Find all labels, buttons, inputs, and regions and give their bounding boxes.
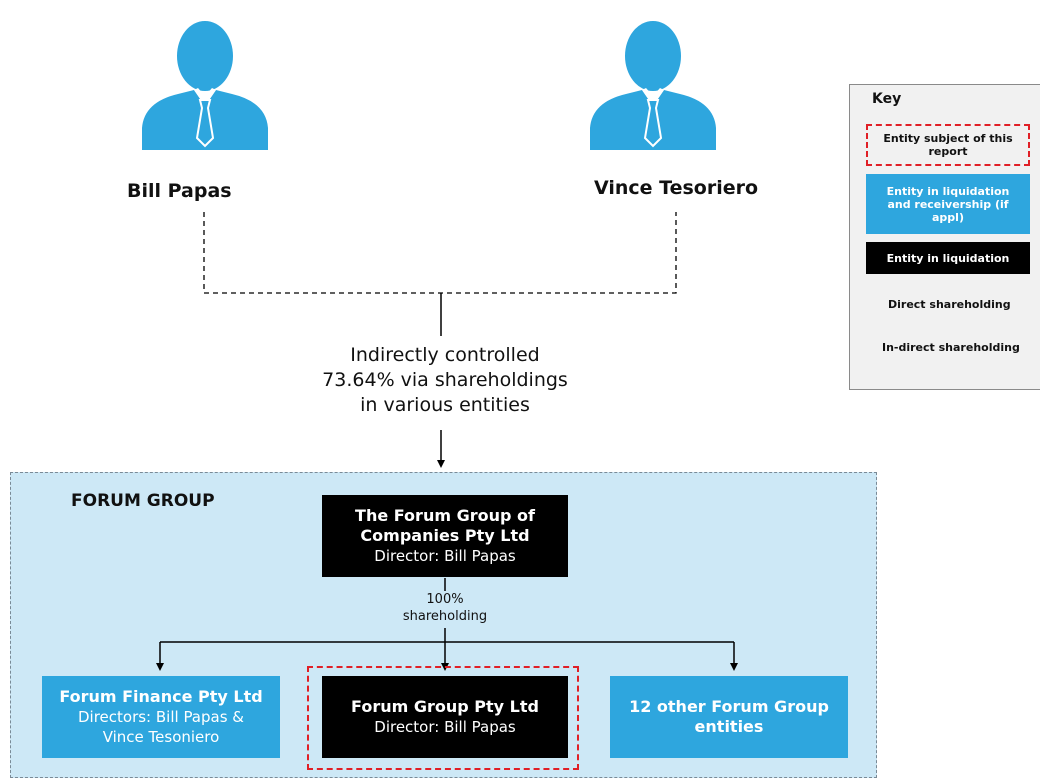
child-name: Forum Finance Pty Ltd [59, 687, 263, 706]
child-entity-other: 12 other Forum Group entities [610, 676, 848, 758]
key-liq-recv-line-2: and receivership (if [887, 197, 1009, 211]
child-directors-line-1: Directors: Bill Papas & [77, 708, 244, 726]
key-indirect-label: In-direct shareholding [882, 341, 1020, 354]
shareholding-percent: 100% [426, 592, 464, 607]
key-subject-line-2: report [928, 145, 968, 158]
child-director: Director: Bill Papas [374, 718, 516, 736]
child-entity-forum-group: Forum Group Pty Ltd Director: Bill Papas [322, 676, 568, 758]
key-subject-line-1: Entity subject of this [883, 132, 1013, 145]
parent-entity: The Forum Group of Companies Pty Ltd Dir… [322, 495, 568, 577]
person-name-right: Vince Tesoriero [594, 177, 759, 199]
child-name: Forum Group Pty Ltd [351, 697, 539, 716]
person-name-left: Bill Papas [127, 180, 232, 202]
key-liq-recv-line-1: Entity in liquidation [886, 184, 1010, 198]
key-direct-label: Direct shareholding [888, 298, 1011, 311]
key-liquidation-label: Entity in liquidation [886, 251, 1010, 265]
control-line-1: Indirectly controlled [350, 344, 540, 366]
child-name-line-1: 12 other Forum Group [629, 697, 829, 716]
parent-name-line-1: The Forum Group of [355, 506, 535, 525]
child-name-line-2: entities [694, 717, 764, 736]
control-description: Indirectly controlled 73.64% via shareho… [300, 343, 590, 418]
key-liq-recv-line-3: appl) [932, 210, 964, 224]
person-icon [590, 21, 716, 150]
control-line-2: 73.64% via shareholdings [322, 369, 568, 391]
parent-director: Director: Bill Papas [374, 547, 516, 565]
person-icon [142, 21, 268, 150]
control-line-3: in various entities [360, 394, 530, 416]
key-liquidation: Entity in liquidation [866, 242, 1030, 274]
child-entity-forum-finance: Forum Finance Pty Ltd Directors: Bill Pa… [42, 676, 280, 758]
key-legend [849, 84, 1040, 390]
shareholding-word: shareholding [402, 609, 488, 624]
parent-name-line-2: Companies Pty Ltd [360, 526, 530, 545]
child-directors-line-2: Vince Tesoniero [102, 728, 220, 746]
group-label: FORUM GROUP [71, 491, 215, 511]
shareholding-label: 100% shareholding [380, 591, 510, 625]
indirect-link-line [203, 212, 677, 294]
key-liquidation-receivership: Entity in liquidation and receivership (… [866, 174, 1030, 234]
key-subject-entity: Entity subject of this report [866, 124, 1030, 166]
report-subject-outline [307, 666, 579, 770]
key-title: Key [872, 91, 902, 107]
